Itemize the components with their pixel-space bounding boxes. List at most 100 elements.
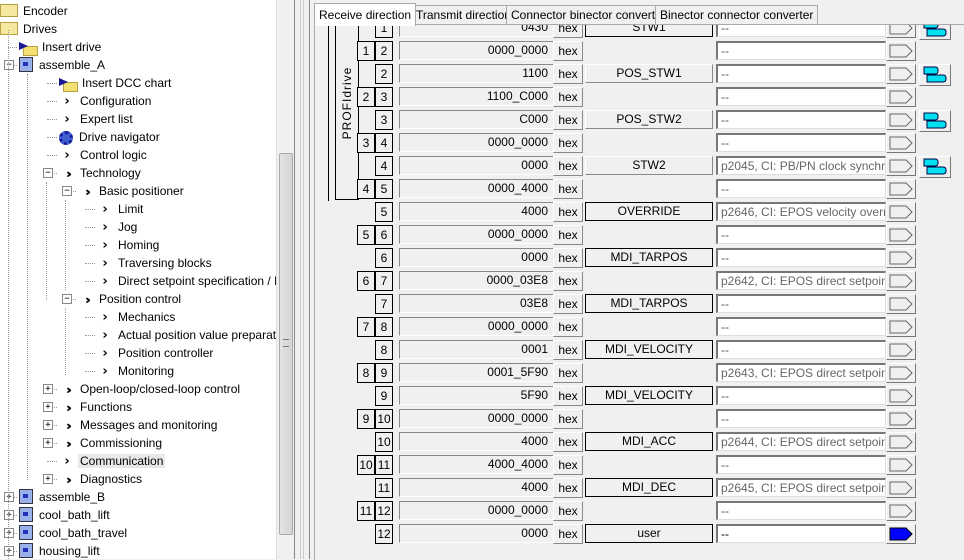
tree-item[interactable]: ›Configuration (59, 92, 153, 110)
signal-source-field[interactable]: -- (716, 386, 886, 405)
tree-item[interactable]: Encoder (0, 2, 70, 20)
tree-item[interactable]: Drives (0, 20, 59, 38)
tree-item[interactable]: cool_bath_lift (19, 506, 112, 524)
connector-output-button[interactable] (886, 340, 916, 360)
tree-item[interactable]: ›Traversing blocks (97, 254, 214, 272)
signal-name-button[interactable]: MDI_ACC (585, 432, 713, 451)
signal-name-button[interactable]: MDI_DEC (585, 478, 713, 497)
bico-interconnection-button[interactable] (919, 156, 951, 178)
expand-icon[interactable]: + (43, 474, 53, 484)
connector-output-button[interactable] (886, 64, 916, 84)
tree-item[interactable]: ››Functions (59, 398, 134, 416)
signal-source-field[interactable]: -- (716, 87, 886, 106)
hex-format-button[interactable]: hex (553, 248, 583, 268)
tree-item[interactable]: Insert drive (19, 38, 103, 56)
hex-format-button[interactable]: hex (553, 225, 583, 245)
hex-format-button[interactable]: hex (553, 455, 583, 475)
tab-receive-direction[interactable]: Receive direction (314, 3, 417, 26)
tree-item[interactable]: ››Technology (59, 164, 143, 182)
signal-source-field[interactable]: -- (716, 501, 886, 520)
bico-interconnection-button[interactable] (919, 64, 951, 86)
hex-format-button[interactable]: hex (553, 294, 583, 314)
signal-source-field[interactable]: -- (716, 317, 886, 336)
tree-item[interactable]: assemble_B (19, 488, 107, 506)
signal-source-field[interactable]: -- (716, 294, 886, 313)
hex-format-button[interactable]: hex (553, 340, 583, 360)
signal-name-button[interactable]: MDI_TARPOS (585, 248, 713, 267)
signal-source-field[interactable]: -- (716, 524, 886, 543)
tree-scrollbar[interactable] (276, 0, 294, 559)
expand-icon[interactable]: + (4, 492, 14, 502)
connector-output-button[interactable] (886, 501, 916, 521)
expand-icon[interactable]: + (43, 438, 53, 448)
signal-name-button[interactable]: OVERRIDE (585, 202, 713, 221)
expand-icon[interactable]: + (4, 528, 14, 538)
tree-item[interactable]: housing_lift (19, 542, 102, 559)
connector-output-button[interactable] (886, 271, 916, 291)
hex-format-button[interactable]: hex (553, 432, 583, 452)
hex-format-button[interactable]: hex (553, 110, 583, 130)
signal-name-button[interactable]: POS_STW1 (585, 64, 713, 83)
connector-output-button[interactable] (886, 156, 916, 176)
expand-icon[interactable]: + (4, 510, 14, 520)
expand-icon[interactable]: + (43, 420, 53, 430)
connector-output-button[interactable] (886, 25, 916, 38)
bico-interconnection-button[interactable] (919, 25, 951, 40)
signal-name-button[interactable]: POS_STW2 (585, 110, 713, 129)
tree-item[interactable]: ›Homing (97, 236, 161, 254)
signal-source-field[interactable]: -- (716, 340, 886, 359)
signal-name-button[interactable]: MDI_TARPOS (585, 294, 713, 313)
hex-format-button[interactable]: hex (553, 41, 583, 61)
signal-source-field[interactable]: -- (716, 179, 886, 198)
signal-name-button[interactable]: MDI_VELOCITY (585, 340, 713, 359)
hex-format-button[interactable]: hex (553, 25, 583, 38)
connector-output-button[interactable] (886, 179, 916, 199)
connector-output-button[interactable] (886, 317, 916, 337)
tree-item[interactable]: ››Messages and monitoring (59, 416, 219, 434)
collapse-icon[interactable]: − (62, 186, 72, 196)
tab-transmit-direction[interactable]: Transmit direction (411, 5, 516, 25)
hex-format-button[interactable]: hex (553, 363, 583, 383)
hex-format-button[interactable]: hex (553, 478, 583, 498)
connector-output-button[interactable] (886, 133, 916, 153)
collapse-icon[interactable]: − (4, 60, 14, 70)
signal-source-field[interactable]: p2045, CI: PB/PN clock synchronous (716, 156, 886, 175)
hex-format-button[interactable]: hex (553, 524, 583, 544)
hex-format-button[interactable]: hex (553, 64, 583, 84)
connector-output-button[interactable] (886, 202, 916, 222)
tree-item[interactable]: ›Communication (59, 452, 166, 470)
signal-source-field[interactable]: -- (716, 133, 886, 152)
signal-source-field[interactable]: -- (716, 248, 886, 267)
connector-output-button[interactable] (886, 294, 916, 314)
tree-item[interactable]: ›Jog (97, 218, 139, 236)
tab-binector-connector-converter[interactable]: Binector connector converter (655, 5, 819, 25)
tree-item[interactable]: ›Direct setpoint specification / MDI (97, 272, 276, 290)
tab-connector-binector-converter[interactable]: Connector binector converter (506, 5, 671, 25)
connector-output-button[interactable] (886, 87, 916, 107)
connector-output-button[interactable] (886, 478, 916, 498)
signal-source-field[interactable]: p2646, CI: EPOS velocity override (716, 202, 886, 221)
signal-source-field[interactable]: p2644, CI: EPOS direct setpoint input (716, 432, 886, 451)
hex-format-button[interactable]: hex (553, 271, 583, 291)
connector-output-button[interactable] (886, 41, 916, 61)
tree-item[interactable]: ››Diagnostics (59, 470, 144, 488)
tree-item[interactable]: ›Limit (97, 200, 145, 218)
connector-output-button[interactable] (886, 110, 916, 130)
tree-item[interactable]: ›Monitoring (97, 362, 176, 380)
hex-format-button[interactable]: hex (553, 156, 583, 176)
tree-item[interactable]: Insert DCC chart (59, 74, 173, 92)
connector-output-button[interactable] (886, 409, 916, 429)
signal-source-field[interactable]: -- (716, 455, 886, 474)
hex-format-button[interactable]: hex (553, 133, 583, 153)
tree-item[interactable]: ›Mechanics (97, 308, 177, 326)
hex-format-button[interactable]: hex (553, 409, 583, 429)
connector-output-button[interactable] (886, 225, 916, 245)
signal-source-field[interactable]: -- (716, 64, 886, 83)
bico-interconnection-button[interactable] (919, 110, 951, 132)
tree-item[interactable]: ›Control logic (59, 146, 149, 164)
hex-format-button[interactable]: hex (553, 87, 583, 107)
tree-item[interactable]: ››Commissioning (59, 434, 164, 452)
connector-output-button[interactable] (886, 455, 916, 475)
hex-format-button[interactable]: hex (553, 501, 583, 521)
